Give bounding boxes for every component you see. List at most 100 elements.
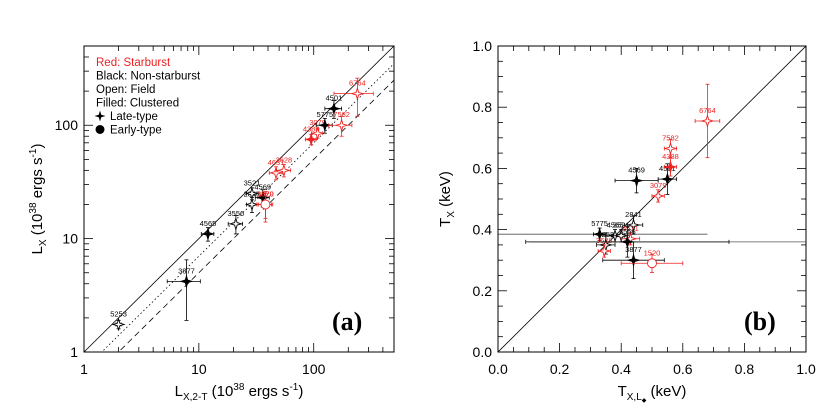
- data-point-star: [629, 173, 644, 188]
- panel-b-x-axis-label-base: T: [618, 383, 627, 400]
- data-point-label: 5775: [317, 110, 334, 119]
- panel-a-x-axis-label: LX,2-T (1038 ergs s-1): [175, 382, 304, 403]
- panel-b-x-axis-label: TX,L◆ (keV): [618, 383, 687, 404]
- y-tick-label: 0.2: [473, 283, 493, 299]
- panel-b-x-axis-label-sub: X,L: [627, 392, 642, 403]
- data-point-star: [304, 132, 319, 147]
- data-point-label: 5253: [110, 309, 127, 318]
- data-point-label: 4569: [628, 166, 645, 175]
- panel-b-ticks: [497, 45, 807, 353]
- data-point-star: [326, 101, 342, 116]
- data-point-label: 2841: [625, 210, 642, 219]
- data-point-label: 1520: [644, 248, 661, 257]
- data-point-star: [244, 197, 260, 212]
- panel-a-x-axis-label-base: L: [175, 383, 183, 400]
- legend-circle-marker: [95, 125, 105, 134]
- panel-a-y-axis-label-after: ergs s: [29, 157, 46, 202]
- legend-entry: Open: Field: [96, 84, 155, 96]
- data-point-label: 3556: [619, 227, 636, 236]
- x-tick-label: 0.6: [673, 361, 693, 377]
- data-point-label: 3877: [625, 245, 642, 254]
- data-point-star: [334, 118, 349, 133]
- y-tick-label: 0.6: [473, 160, 493, 176]
- data-point-star: [663, 141, 678, 156]
- y-tick-label: 10: [62, 231, 78, 247]
- panel-a-y-axis-label: LX (1038 ergs s-1): [28, 144, 49, 255]
- panel-a-x-axis-label-after: ergs s: [244, 383, 289, 400]
- data-point-label: 3628: [276, 155, 293, 164]
- x-tick-label: 10: [191, 361, 207, 377]
- legend-entry: Late-type: [110, 111, 158, 123]
- panel-a-data-points: 5253387745653556284135214569307915204631…: [110, 77, 374, 332]
- data-point-star: [651, 188, 666, 204]
- data-point-label: 3521: [244, 179, 261, 188]
- x-tick-label: 0.8: [735, 361, 755, 377]
- panel-b-ref-line-solid: [498, 46, 806, 352]
- panel-a-x-axis-label-mid: (10: [207, 383, 233, 400]
- data-point-star: [179, 274, 194, 289]
- data-point-label: 4388: [303, 124, 320, 133]
- panel-a-y-axis-label-sup1: 38: [28, 202, 39, 214]
- data-point-label: 4565: [200, 219, 217, 228]
- panel-a-y-axis-label-mid: (10: [29, 214, 46, 240]
- panel-a-x-axis-label-sub: X,2-T: [183, 392, 207, 403]
- panel-a-y-axis-label-sub: X: [38, 239, 49, 246]
- data-point-star: [626, 217, 641, 233]
- data-point-star: [663, 159, 678, 174]
- data-point-label: 4501: [326, 94, 343, 103]
- data-point-label: 4631: [622, 224, 639, 233]
- data-point-star: [620, 234, 635, 249]
- panel-b-y-axis-label-base: T: [437, 218, 454, 227]
- data-point-label: 6764: [699, 106, 716, 115]
- data-point-label: 6764: [349, 79, 366, 88]
- panel-a-y-axis-label-base: L: [29, 246, 46, 254]
- panel-b-reference-lines: [498, 46, 806, 352]
- data-point-label: 3628: [596, 236, 613, 245]
- x-tick-label: 1.0: [796, 361, 816, 377]
- x-tick-label: 1: [80, 361, 88, 377]
- x-tick-label: 0.0: [488, 361, 508, 377]
- legend-star-marker: [94, 110, 106, 122]
- panel-a-frame: [83, 45, 395, 353]
- panel-a-reference-lines: [84, 46, 394, 352]
- data-point-star: [111, 317, 126, 332]
- data-point-star: [597, 243, 612, 259]
- panel-b-panel-label: (b): [744, 307, 776, 336]
- data-point-label: 4501: [659, 164, 676, 173]
- data-point-label: 4631: [268, 158, 285, 167]
- data-point-star: [228, 216, 243, 231]
- data-point-label: 7582: [662, 134, 679, 143]
- legend-entry: Early-type: [110, 125, 162, 137]
- data-point-star: [244, 186, 260, 201]
- data-point-star: [626, 253, 641, 268]
- data-point-star: [592, 227, 607, 242]
- panel-a-x-axis-label-sup1: 38: [233, 382, 245, 393]
- x-tick-label: 0.4: [611, 361, 631, 377]
- panel-a-y-axis-label-end: ): [29, 144, 46, 149]
- panel-b-x-axis-label-end: (keV): [646, 383, 686, 400]
- data-point-star: [660, 171, 675, 187]
- data-point-circle: [647, 258, 657, 269]
- panel-a-x-axis-label-end: ): [298, 383, 303, 400]
- data-point-label: 7582: [333, 110, 350, 119]
- panel-a-panel-label: (a): [332, 307, 362, 336]
- y-tick-label: 0.4: [473, 222, 493, 238]
- data-point-label: 4569: [254, 183, 271, 192]
- panel-a-ref-line-solid: [84, 46, 394, 352]
- data-point-star: [614, 228, 629, 243]
- data-point-label: 5775: [591, 219, 608, 228]
- data-point-label: 1520: [257, 189, 274, 198]
- legend-entry: Filled: Clustered: [96, 98, 179, 110]
- data-point-label: 3079: [309, 118, 326, 127]
- y-tick-label: 1: [70, 344, 78, 360]
- data-point-label: 5253: [597, 230, 614, 239]
- data-point-star: [310, 126, 325, 141]
- data-point-star: [700, 113, 715, 129]
- data-point-circle: [260, 199, 271, 210]
- y-tick-label: 1.0: [473, 38, 493, 54]
- panel-a-ref-line-dotted: [101, 63, 394, 352]
